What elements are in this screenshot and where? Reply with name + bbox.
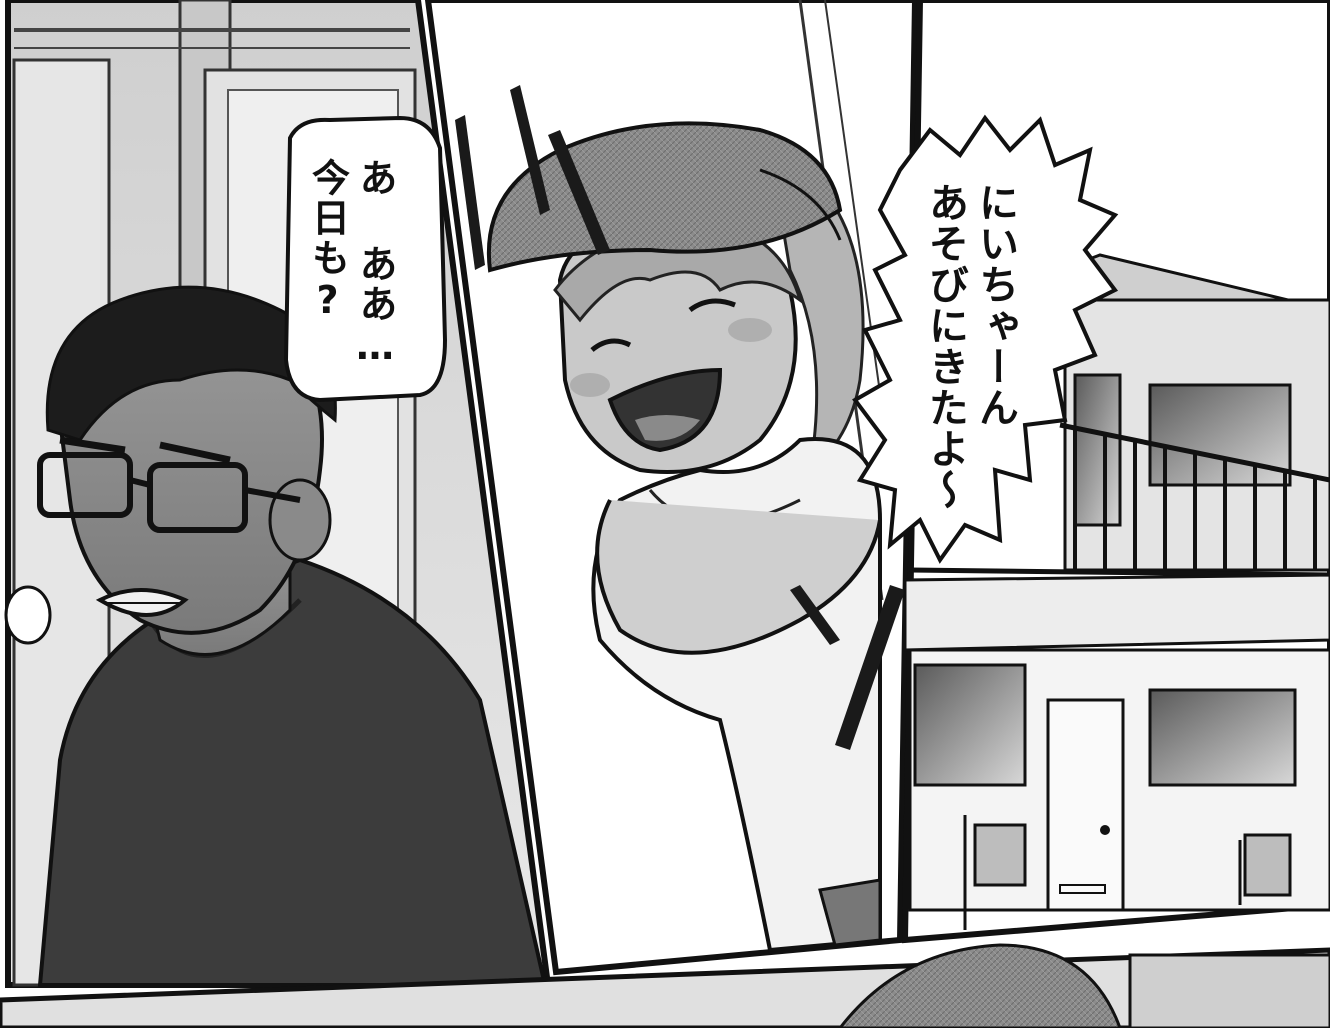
speech-text-right: にいちゃーん あそびにきたよ〜: [920, 182, 1020, 510]
speech-balloon-left: [283, 115, 448, 403]
speech-line: にいちゃーん: [972, 182, 1018, 428]
middle-panel: [424, 0, 919, 976]
speech-text-left: あ ああ… 今日も?: [303, 158, 398, 370]
bottom-panel: [0, 943, 1330, 1028]
right-panel: [901, 0, 1330, 944]
speech-line: あそびにきたよ〜: [922, 182, 968, 510]
speech-line: 今日も?: [305, 158, 350, 324]
speech-balloon-right: [852, 114, 1119, 564]
speech-line: あ ああ…: [353, 158, 397, 370]
